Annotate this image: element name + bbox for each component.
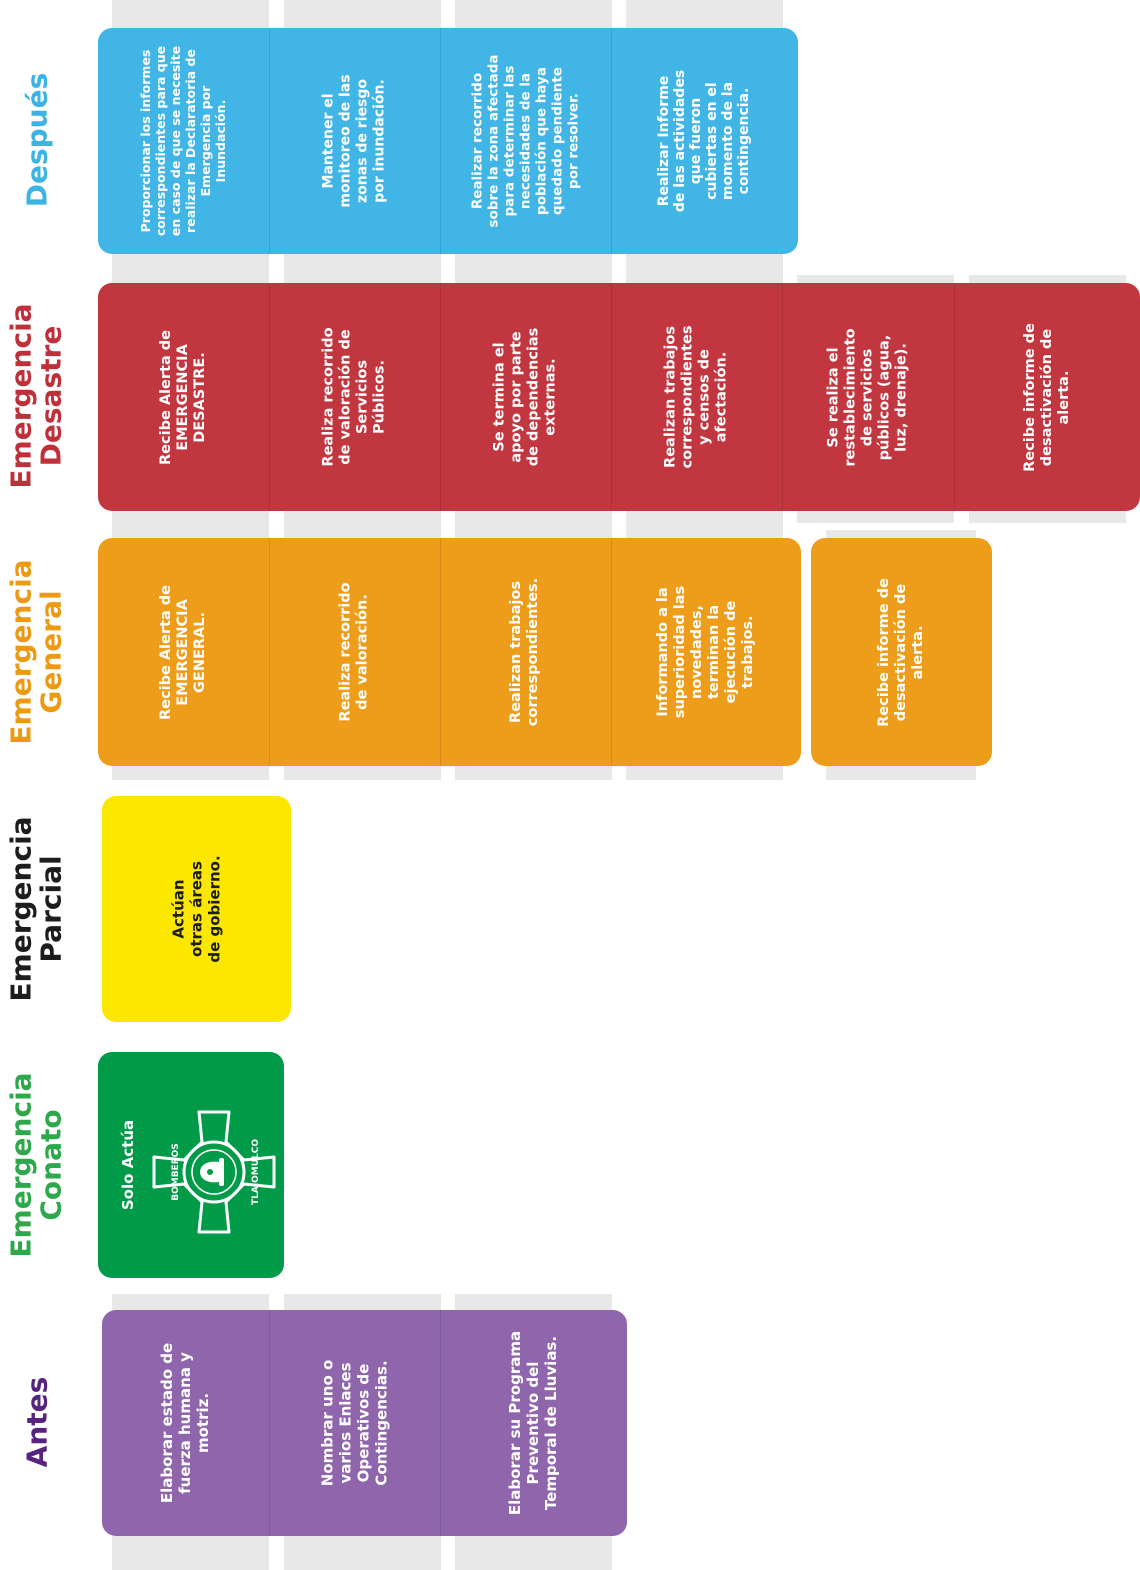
step-general-3-text: Realizan trabajos correspondientes. — [508, 577, 542, 727]
step-despues-1-text: Proporcionar los informes correspondient… — [138, 45, 229, 237]
firefighter-emblem-icon: BOMBEROS TLAJOMULCO — [152, 1110, 276, 1234]
emblem-bottom-text: TLAJOMULCO — [251, 1139, 261, 1205]
heading-antes-text: Antes — [20, 1376, 53, 1468]
step-desastre-5-text: Se realiza el restablecimiento de servic… — [825, 327, 910, 467]
heading-general-text: Emergencia General — [5, 559, 69, 745]
heading-general: Emergencia General — [5, 538, 69, 766]
band-general-extra — [811, 538, 992, 766]
band-desastre — [98, 283, 1140, 511]
step-desastre-2: Realiza recorrido de valoración de Servi… — [269, 283, 441, 511]
step-parcial-1: Actúan otras áreas de gobierno. — [102, 796, 291, 1022]
step-despues-4-text: Realizar Informe de las actividades que … — [656, 69, 753, 213]
step-conato-1-text: Solo Actúa — [119, 1119, 137, 1211]
step-antes-2: Nombrar uno o varios Enlaces Operativos … — [269, 1310, 441, 1536]
step-antes-1-text: Elaborar estado de fuerza humana y motri… — [158, 1342, 213, 1504]
heading-parcial-text: Emergencia Parcial — [5, 816, 69, 1002]
step-parcial-1-text: Actúan otras áreas de gobierno. — [169, 855, 224, 963]
heading-despues: Después — [8, 28, 66, 252]
step-despues-4: Realizar Informe de las actividades que … — [611, 28, 798, 254]
step-desastre-2-text: Realiza recorrido de valoración de Servi… — [320, 327, 388, 467]
step-despues-2: Mantener el monitoreo de las zonas de ri… — [269, 28, 441, 254]
band-general — [98, 538, 801, 766]
step-general-5-text: Recibe informe de desactivación de alert… — [876, 577, 926, 727]
step-desastre-3-text: Se termina el apoyo por parte de depende… — [491, 327, 559, 467]
band-antes — [102, 1310, 627, 1536]
step-antes-2-text: Nombrar uno o varios Enlaces Operativos … — [318, 1359, 391, 1487]
step-general-3: Realizan trabajos correspondientes. — [440, 538, 612, 766]
step-general-5: Recibe informe de desactivación de alert… — [811, 538, 992, 766]
step-despues-3: Realizar recorrido sobre la zona afectad… — [440, 28, 612, 254]
heading-desastre-text: Emergencia Desastre — [5, 303, 69, 489]
step-conato-1: Solo Actúa — [98, 1052, 158, 1278]
step-general-1: Recibe Alerta de EMERGENCIA GENERAL. — [98, 538, 270, 766]
heading-antes: Antes — [8, 1310, 66, 1534]
heading-conato: Emergencia Conato — [5, 1052, 69, 1278]
step-desastre-6-text: Recibe informe de desactivación de alert… — [1021, 322, 1072, 472]
step-general-2: Realiza recorrido de valoración. — [269, 538, 441, 766]
step-desastre-5: Se realiza el restablecimiento de servic… — [782, 283, 955, 511]
step-desastre-1-text: Recibe Alerta de EMERGENCIA DESASTRE. — [157, 329, 208, 465]
band-parcial — [102, 796, 291, 1022]
step-general-4-text: Informando a la superioridad las novedad… — [654, 585, 756, 719]
step-desastre-4: Realizan trabajos correspondientes y cen… — [611, 283, 783, 511]
heading-parcial: Emergencia Parcial — [5, 796, 69, 1022]
emblem-top-text: BOMBEROS — [171, 1143, 181, 1201]
step-desastre-1: Recibe Alerta de EMERGENCIA DESASTRE. — [98, 283, 270, 511]
step-general-2-text: Realiza recorrido de valoración. — [337, 582, 371, 722]
step-general-1-text: Recibe Alerta de EMERGENCIA GENERAL. — [157, 584, 208, 720]
band-despues — [98, 28, 798, 254]
band-conato — [98, 1052, 284, 1278]
step-despues-1: Proporcionar los informes correspondient… — [98, 28, 270, 254]
step-antes-3: Elaborar su Programa Preventivo del Temp… — [440, 1310, 627, 1536]
step-antes-3-text: Elaborar su Programa Preventivo del Temp… — [506, 1330, 561, 1516]
step-antes-1: Elaborar estado de fuerza humana y motri… — [102, 1310, 270, 1536]
step-general-4: Informando a la superioridad las novedad… — [611, 538, 801, 766]
step-desastre-6: Recibe informe de desactivación de alert… — [954, 283, 1140, 511]
heading-conato-text: Emergencia Conato — [5, 1072, 69, 1258]
heading-desastre: Emergencia Desastre — [5, 283, 69, 509]
step-desastre-3: Se termina el apoyo por parte de depende… — [440, 283, 612, 511]
heading-despues-text: Después — [20, 72, 53, 208]
step-despues-2-text: Mantener el monitoreo de las zonas de ri… — [320, 74, 388, 208]
step-despues-3-text: Realizar recorrido sobre la zona afectad… — [469, 54, 582, 228]
step-desastre-4-text: Realizan trabajos correspondientes y cen… — [662, 325, 730, 469]
